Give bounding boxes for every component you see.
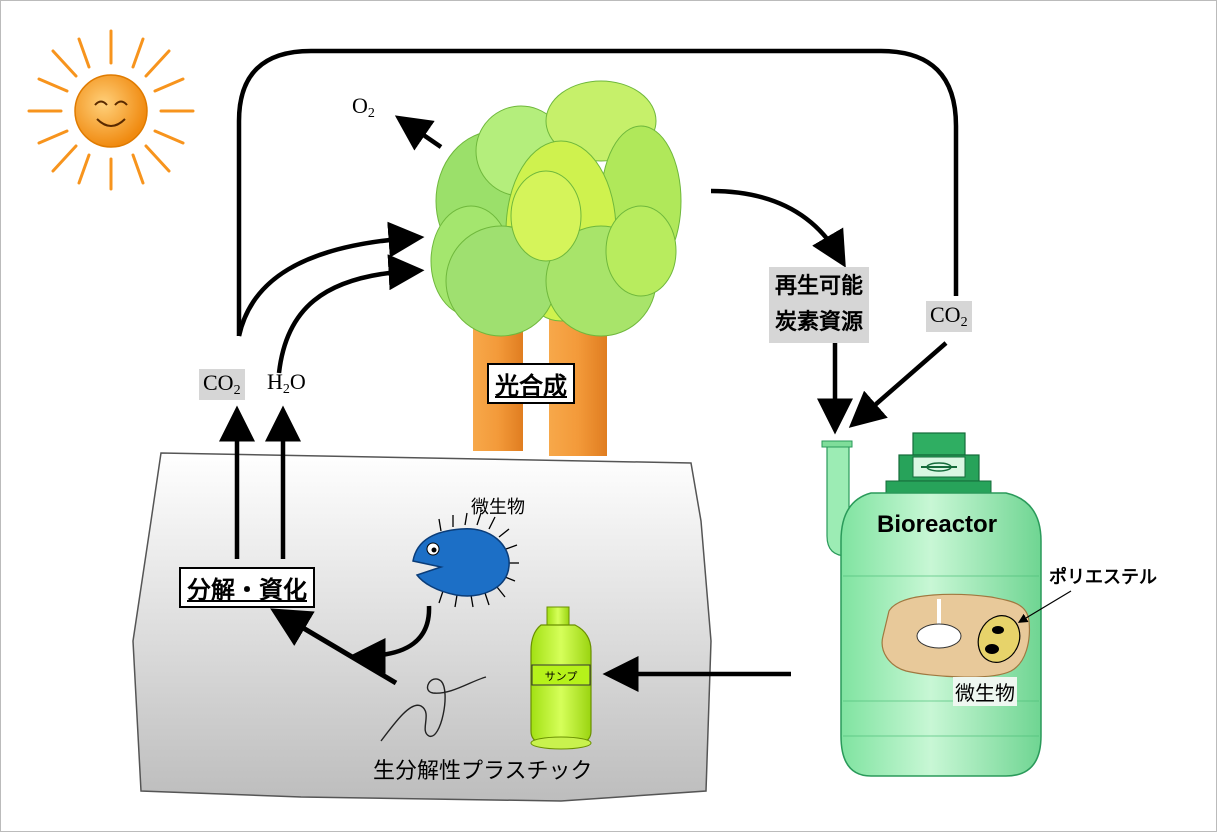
photosynthesis-label: 光合成 xyxy=(487,363,575,404)
decomposition-label: 分解・資化 xyxy=(179,567,315,608)
renewable-carbon-label: 再生可能 炭素資源 xyxy=(769,267,870,343)
h2o-label: H2O xyxy=(267,369,306,397)
bioreactor-icon xyxy=(821,432,1072,777)
microbe-label: 微生物 xyxy=(471,497,525,518)
sun-icon xyxy=(27,29,195,191)
soil-area xyxy=(132,452,712,802)
tree-icon xyxy=(430,80,682,456)
reactor-microbe-label: 微生物 xyxy=(953,677,1017,706)
bottle-text: サンプ xyxy=(544,670,578,683)
co2-right-label: CO2 xyxy=(926,301,972,332)
bioplastic-label: 生分解性プラスチック xyxy=(373,759,593,784)
plastic-fiber-icon xyxy=(380,676,487,742)
o2-label: O2 xyxy=(352,93,375,121)
microbe-icon xyxy=(412,512,519,608)
bottle-icon xyxy=(530,606,592,750)
co2-left-label: CO2 xyxy=(199,369,245,400)
polyester-label: ポリエステル xyxy=(1049,567,1157,588)
bioreactor-label: Bioreactor xyxy=(877,511,998,538)
